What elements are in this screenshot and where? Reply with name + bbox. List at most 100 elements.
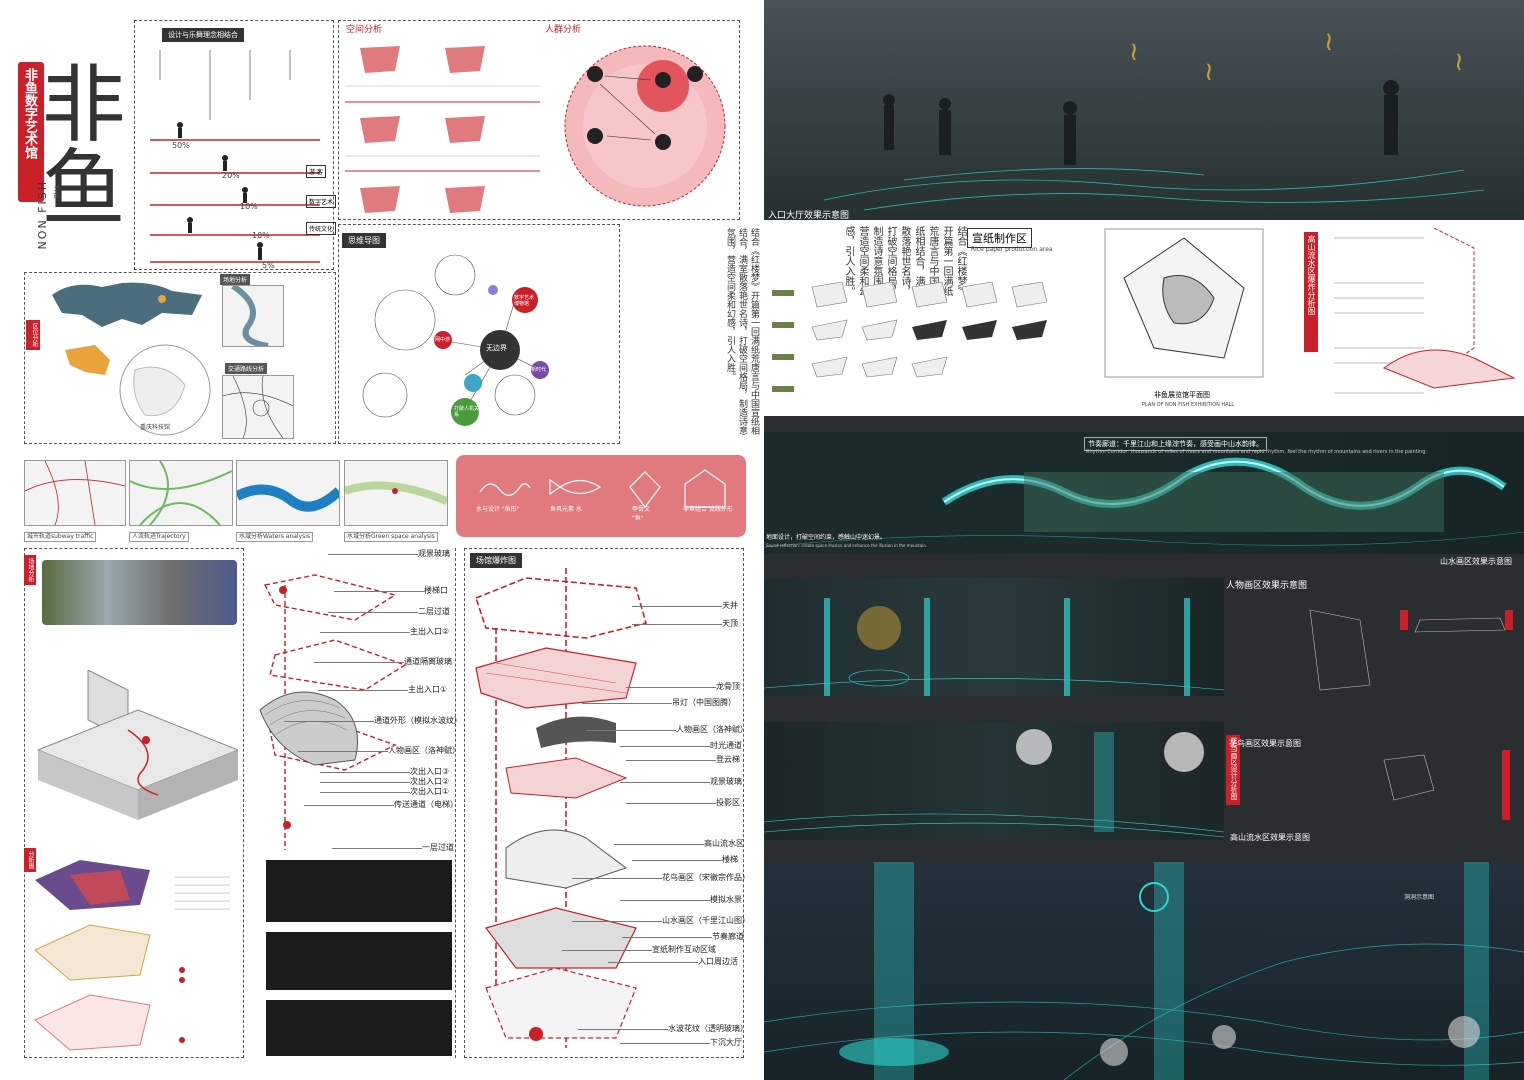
explode-callout-1: 天井 — [632, 601, 738, 610]
entrance-render: ≀≀≀≀ — [764, 0, 1524, 220]
svg-text:≀: ≀ — [1129, 37, 1139, 67]
circulation-box — [258, 548, 456, 1058]
design-title: 设计与乐舞理念相结合 — [162, 28, 244, 42]
landscape-caption: 山水画区效果示意图 — [1440, 557, 1512, 566]
trajectory-label: 人流轨迹Trajectory — [129, 532, 189, 542]
explode-callout-13: 模拟水景 — [620, 895, 742, 904]
title-en: NON FISH — [36, 180, 49, 250]
big-title: 非鱼 — [28, 60, 126, 228]
entrance-caption: 入口大厅效果示意图 — [768, 211, 850, 221]
site-analysis-box — [24, 548, 244, 1058]
description-text: 结合《红楼梦》开篇第一回满纸荒唐言与中国宣纸相结合，满室散落艳世名诗，打破空间格… — [725, 228, 759, 435]
explode-callout-16: 宣纸制作互动区域 — [562, 945, 716, 954]
explode-callout-4: 吊灯（中国图腾） — [582, 698, 736, 707]
flower-caption: 花鸟画区效果示意图 — [1229, 739, 1301, 748]
explode-callout-17: 入口周边活 — [608, 957, 738, 966]
science-museum: 重庆科技馆 — [140, 424, 171, 431]
logo-text: 非鱼数字艺术馆 — [22, 68, 37, 159]
explode-callout-6: 时光通道 — [620, 741, 742, 750]
floor-plan-3 — [266, 1000, 452, 1056]
flower-diagram — [1383, 750, 1510, 820]
space-crowd-box — [338, 20, 740, 220]
plan-caption: 非鱼展览馆平面图 — [1154, 391, 1210, 399]
traffic-map — [222, 375, 294, 439]
location-box — [24, 272, 336, 444]
left-panel: 非鱼数字艺术馆 非鱼 THE NON FISH 设计与乐舞理念相结合 50% 2… — [18, 20, 759, 1058]
left-callout-8: 人物画区（洛神赋） — [298, 746, 460, 755]
crowd-title: 人群分析 — [545, 25, 582, 35]
explode-callout-15: 节奏廊道 — [622, 932, 744, 941]
floor-plan-1 — [266, 860, 452, 922]
isometric-site — [36, 670, 238, 820]
left-callout-7: 通道外形（模拟水波纹） — [284, 716, 462, 725]
rhythm-render — [764, 432, 1524, 554]
waters-label: 水域分析Waters analysis — [236, 532, 314, 542]
percent-3: 10% — [240, 202, 258, 211]
svg-text:≀: ≀ — [1454, 47, 1464, 77]
subway-map — [24, 460, 126, 526]
svg-text:≀: ≀ — [1204, 57, 1214, 87]
explode-callout-7: 登云梯 — [626, 755, 740, 764]
explode-diagram — [475, 568, 647, 1048]
left-callout-6: 主出入口① — [317, 685, 448, 694]
left-callout-11: 次出入口① — [319, 787, 450, 796]
site-map — [222, 285, 284, 347]
circulation-diagram — [259, 574, 407, 850]
gaoshan-caption: 高山流水区效果示意图 — [1230, 833, 1310, 842]
cave-label: 洞洞示意图 — [1404, 894, 1435, 901]
side-label-1: 游 客 — [306, 165, 326, 178]
mind-map-box — [338, 224, 620, 444]
zone-diagrams — [34, 860, 230, 1051]
subway-label: 城市轨道subway traffic — [24, 532, 97, 542]
explode-callout-8: 观景玻璃 — [620, 777, 742, 786]
percent-1: 50% — [172, 141, 190, 150]
site-photos — [42, 560, 237, 625]
rhythm-bottom: 地面设计，打破空间约束，感触山中迷幻景。 — [766, 534, 887, 541]
mind-center: 无边界 — [486, 344, 507, 352]
design-chart — [150, 50, 320, 263]
left-callout-10: 次出入口② — [319, 777, 450, 786]
logo-badge — [18, 62, 44, 202]
left-callout-1: 观景玻璃 — [328, 549, 450, 558]
crowd-diagram — [564, 45, 726, 207]
title-en-the: THE — [52, 185, 60, 199]
paper-vtext: 结合《红楼梦》开篇第一回满纸荒唐言与中国宣纸相结合，满室散落艳世名诗，打破空间格… — [843, 226, 966, 296]
mind-map-diagram — [362, 254, 549, 426]
rhythm-title: 节奏廊道：千里江山和上缘淙节奏，感受画中山水韵律。 — [1084, 437, 1267, 451]
explode-box — [464, 548, 744, 1058]
site-analysis-label: 场地分析 — [24, 555, 36, 585]
world-map — [52, 282, 202, 327]
side-label-3: 传统文化 — [306, 222, 337, 235]
floor-plan-2 — [266, 932, 452, 990]
china-map-detail — [65, 344, 211, 436]
green-label: 水域分析Green space analysis — [344, 532, 438, 542]
exhibition-plan — [1104, 228, 1264, 378]
mind-node-4: 新时代 — [531, 367, 547, 373]
explode-callout-18: 水波花纹（透明玻璃） — [578, 1024, 748, 1033]
paper-process-grid — [772, 282, 1047, 392]
explode-callout-9: 投影区 — [626, 798, 740, 807]
left-callout-3: 二层过道 — [328, 607, 450, 616]
mountain-explode — [1334, 228, 1516, 394]
explode-title: 场馆爆炸图 — [470, 553, 522, 568]
percent-2: 20% — [222, 171, 240, 180]
concept-label-3: 甲骨文 "鱼" — [632, 506, 651, 522]
percent-5: 5% — [262, 261, 275, 270]
explode-callout-5: 人物画区（洛神赋） — [586, 725, 748, 734]
figure-caption: 人物画区效果示意图 — [1226, 581, 1308, 591]
explode-callout-2: 天顶 — [632, 619, 738, 628]
left-callout-5: 通道隔离玻璃 — [314, 657, 452, 666]
waters-map — [236, 460, 340, 526]
side-label-2: 数字艺术 — [306, 195, 337, 208]
mind-map-title: 思维导图 — [342, 233, 386, 248]
concept-box — [456, 455, 746, 537]
concept-icons — [479, 469, 726, 508]
left-callout-2: 楼梯口 — [334, 586, 448, 595]
explode-callout-14: 山水画区（千里江山图） — [572, 916, 750, 925]
site-label: 场地分析 — [220, 274, 251, 285]
mountain-side-label: 高山流水区爆炸分析图 — [1304, 232, 1318, 352]
concept-label-4: 非鱼组合 流线外形 — [683, 506, 733, 513]
diagram-label: 分析图 — [24, 848, 36, 872]
left-callout-13: 一层过道 — [332, 843, 454, 852]
flower-side-label: 花鸟画区设计分析图 — [1226, 735, 1240, 805]
